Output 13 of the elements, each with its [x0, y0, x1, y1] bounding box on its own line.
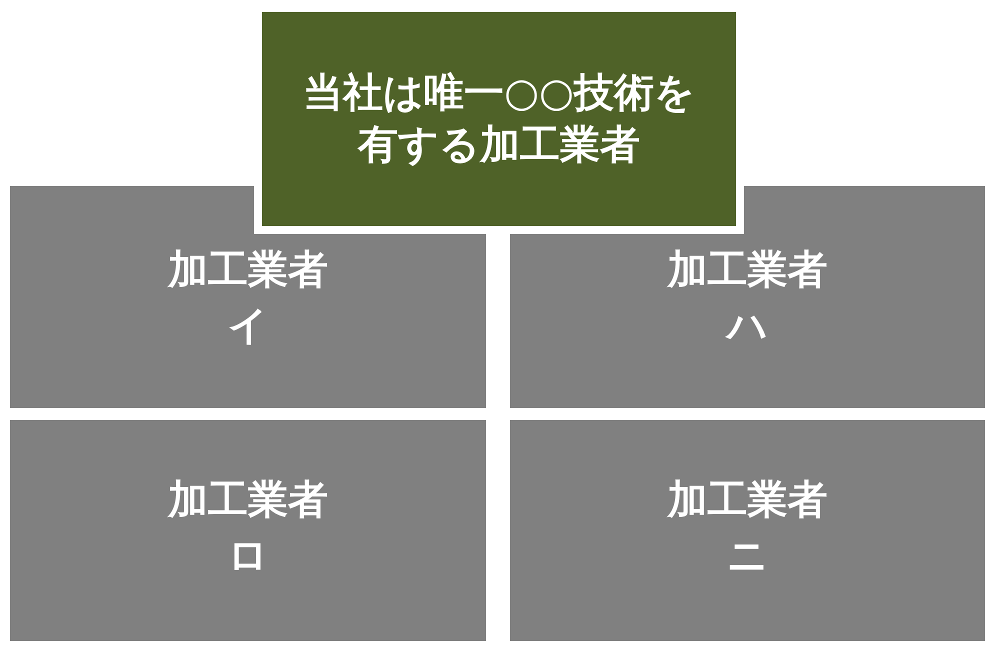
box-subtitle: ニ: [727, 532, 768, 581]
box-title: 加工業者: [668, 476, 828, 525]
company-box: [10, 234, 486, 408]
company-box: [10, 420, 486, 641]
box-title: 加工業者: [668, 246, 828, 295]
company-box: [510, 234, 985, 408]
box-subtitle: ロ: [228, 532, 268, 581]
box-title: 加工業者: [168, 476, 328, 525]
company-box: [510, 420, 985, 641]
box-subtitle: イ: [228, 302, 268, 351]
box-subtitle: ハ: [727, 302, 768, 351]
box-title: 加工業者: [168, 246, 328, 295]
box-title: 当社は唯一○○技術を有する加工業者: [302, 69, 696, 170]
